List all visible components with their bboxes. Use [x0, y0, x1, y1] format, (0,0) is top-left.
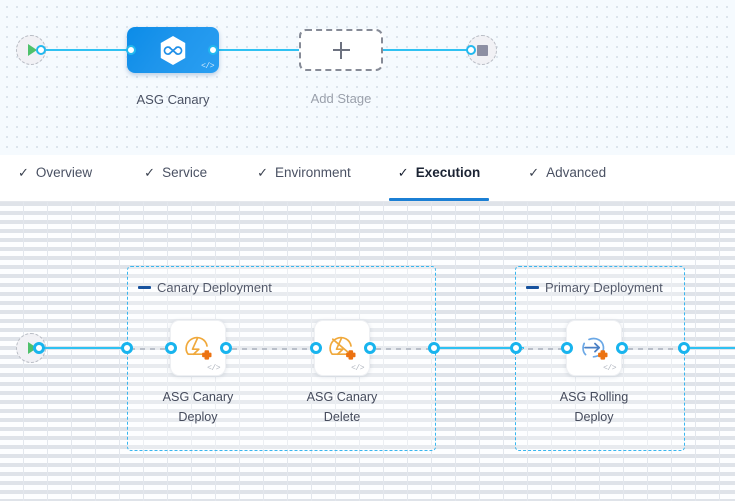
stage-connector-end — [380, 49, 472, 51]
step-label-line2: Deploy — [574, 409, 614, 424]
stage-code-icon[interactable]: </> — [201, 62, 214, 71]
play-icon — [27, 44, 37, 56]
step-label-asg-rolling-deploy: ASG Rolling Deploy — [529, 388, 659, 427]
step-label-line1: ASG Rolling — [559, 390, 629, 404]
step-label-line1: ASG Canary — [306, 390, 378, 404]
canary-group-output-port[interactable] — [428, 342, 440, 354]
asg-canary-deploy-input-port[interactable] — [165, 342, 177, 354]
primary-group-output-port[interactable] — [678, 342, 690, 354]
execution-canvas[interactable]: Canary Deployment Primary Deployment — [0, 202, 735, 501]
step-node-asg-canary-deploy[interactable]: </> — [170, 320, 226, 376]
check-icon: ✓ — [18, 164, 29, 180]
check-icon: ✓ — [257, 164, 268, 180]
asg-canary-delete-input-port[interactable] — [310, 342, 322, 354]
start-port[interactable] — [36, 45, 46, 55]
asg-canary-deploy-output-port[interactable] — [220, 342, 232, 354]
check-icon: ✓ — [397, 164, 409, 180]
tab-service[interactable]: ✓ Service — [144, 155, 207, 201]
step-label-asg-canary-delete: ASG Canary Delete — [277, 388, 407, 427]
step-code-icon[interactable]: </> — [351, 364, 364, 373]
stage-canvas[interactable]: </> ASG Canary Add Stage — [0, 0, 735, 155]
tab-execution[interactable]: ✓ Execution — [388, 155, 490, 201]
exec-link-6 — [618, 348, 690, 350]
exec-link-start — [37, 347, 132, 350]
add-stage-button[interactable] — [299, 29, 383, 71]
stage-node-asg-canary[interactable]: </> — [127, 27, 219, 73]
exec-link-1 — [130, 348, 176, 350]
tab-label: Service — [162, 164, 208, 180]
step-code-icon[interactable]: </> — [207, 364, 220, 373]
asg-rolling-deploy-icon — [582, 337, 608, 360]
exec-link-4 — [432, 347, 524, 350]
play-icon — [27, 342, 37, 354]
stage-settings-tabbar[interactable]: ✓ Overview ✓ Service ✓ Environment ✓ Exe… — [0, 155, 735, 202]
stage-connector-start — [38, 49, 130, 51]
stage-label-asg-canary: ASG Canary — [136, 92, 210, 107]
asg-rolling-deploy-input-port[interactable] — [561, 342, 573, 354]
end-port[interactable] — [466, 45, 476, 55]
add-stage-label: Add Stage — [310, 91, 372, 106]
exec-link-7 — [684, 347, 735, 350]
primary-group-input-port[interactable] — [510, 342, 522, 354]
check-icon: ✓ — [144, 164, 156, 180]
tab-label: Advanced — [546, 164, 607, 180]
stop-icon — [476, 44, 488, 56]
plus-icon-vertical — [340, 41, 342, 59]
collapse-dash-icon[interactable] — [138, 286, 151, 289]
group-title-label: Primary Deployment — [545, 280, 663, 295]
exec-link-3 — [366, 348, 438, 350]
collapse-dash-icon[interactable] — [526, 286, 539, 289]
asg-canary-deploy-icon — [185, 336, 212, 360]
harness-hexagon-infinity-icon — [160, 35, 186, 65]
tab-advanced[interactable]: ✓ Advanced — [528, 155, 606, 201]
step-label-asg-canary-deploy: ASG Canary Deploy — [133, 388, 263, 427]
step-label-line2: Delete — [323, 409, 361, 424]
exec-link-2 — [222, 348, 320, 350]
tab-label: Overview — [35, 164, 93, 180]
asg-rolling-deploy-output-port[interactable] — [616, 342, 628, 354]
exec-link-5 — [518, 348, 564, 350]
step-code-icon[interactable]: </> — [603, 364, 616, 373]
step-node-asg-rolling-deploy[interactable]: </> — [566, 320, 622, 376]
step-label-line2: Deploy — [178, 409, 218, 424]
stage-input-port[interactable] — [126, 45, 136, 55]
group-title-canary-deployment: Canary Deployment — [138, 280, 272, 295]
tab-label: Execution — [415, 164, 481, 180]
check-icon: ✓ — [528, 164, 540, 180]
group-title-label: Canary Deployment — [157, 280, 272, 295]
tab-label: Environment — [275, 164, 351, 180]
asg-canary-delete-icon — [329, 336, 356, 360]
canary-group-input-port[interactable] — [121, 342, 133, 354]
group-title-primary-deployment: Primary Deployment — [526, 280, 663, 295]
step-node-asg-canary-delete[interactable]: </> — [314, 320, 370, 376]
step-label-line1: ASG Canary — [162, 390, 234, 404]
tab-overview[interactable]: ✓ Overview — [18, 155, 92, 201]
execution-start-port[interactable] — [33, 342, 45, 354]
stage-output-port[interactable] — [208, 45, 218, 55]
stage-connector-mid — [212, 49, 304, 51]
tab-environment[interactable]: ✓ Environment — [257, 155, 351, 201]
asg-canary-delete-output-port[interactable] — [364, 342, 376, 354]
